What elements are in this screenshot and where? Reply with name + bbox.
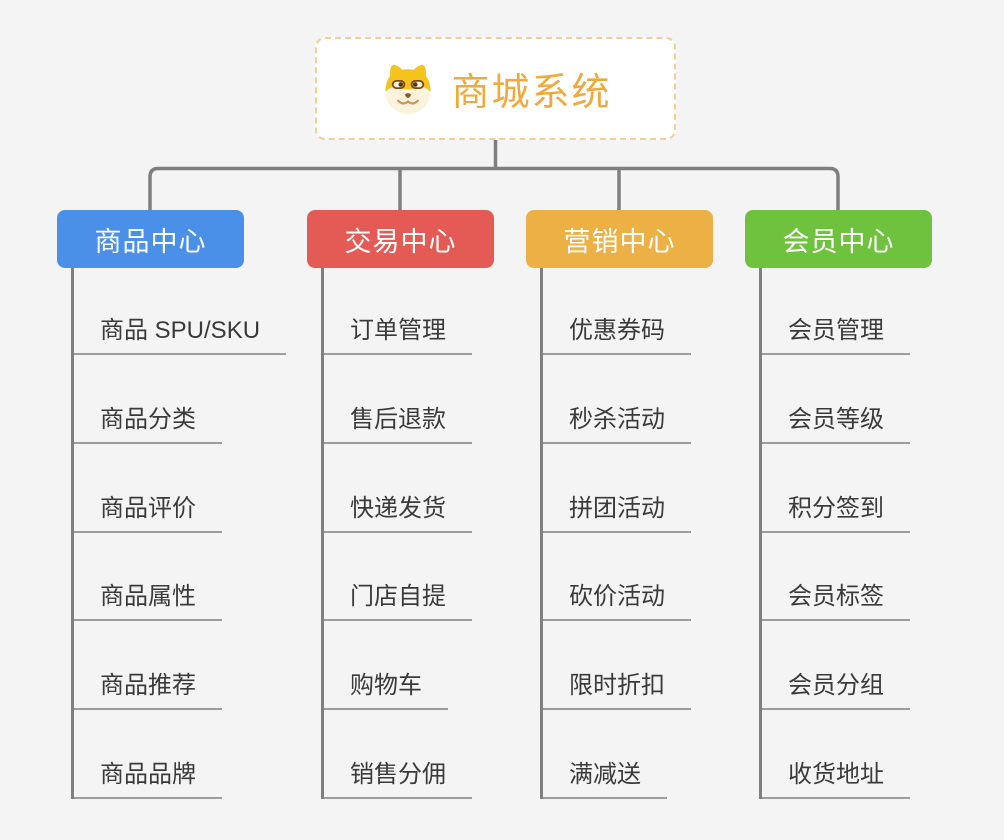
branch-node-member-center[interactable]: 会员中心 [745, 210, 932, 268]
root-node[interactable]: 商城系统 [315, 37, 676, 140]
list-item[interactable]: 收货地址 [760, 710, 932, 799]
list-item[interactable]: 会员等级 [760, 355, 932, 444]
item-label: 优惠券码 [541, 310, 691, 355]
item-label: 商品属性 [72, 576, 222, 622]
item-label: 满减送 [541, 754, 667, 799]
branch-trade-center: 交易中心 订单管理 售后退款 快递发货 门店自提 购物车 销售分佣 [307, 210, 494, 799]
root-node-title: 商城系统 [451, 72, 612, 114]
branch-marketing-center: 营销中心 优惠券码 秒杀活动 拼团活动 砍价活动 限时折扣 满减送 [526, 210, 713, 799]
list-item[interactable]: 售后退款 [322, 355, 494, 444]
item-label: 限时折扣 [541, 665, 691, 711]
item-label: 售后退款 [322, 399, 472, 444]
list-item[interactable]: 商品推荐 [72, 621, 244, 711]
list-item[interactable]: 快递发货 [322, 444, 494, 533]
item-label: 商品 SPU/SKU [72, 310, 287, 355]
item-label: 销售分佣 [322, 754, 472, 799]
list-item[interactable]: 拼团活动 [541, 444, 713, 533]
item-label: 购物车 [322, 665, 448, 711]
list-item[interactable]: 销售分佣 [322, 710, 494, 799]
list-item[interactable]: 会员管理 [760, 268, 932, 355]
item-label: 会员管理 [760, 310, 910, 355]
list-item[interactable]: 门店自提 [322, 533, 494, 622]
item-label: 拼团活动 [541, 488, 691, 533]
list-item[interactable]: 商品评价 [72, 444, 244, 533]
item-label: 商品分类 [72, 399, 222, 444]
branch-member-center: 会员中心 会员管理 会员等级 积分签到 会员标签 会员分组 收货地址 [745, 210, 932, 799]
branch-items-member-center: 会员管理 会员等级 积分签到 会员标签 会员分组 收货地址 [745, 268, 932, 799]
list-item[interactable]: 砍价活动 [541, 533, 713, 622]
item-label: 商品评价 [72, 488, 222, 533]
item-label: 收货地址 [760, 754, 910, 799]
item-label: 订单管理 [322, 310, 472, 355]
list-item[interactable]: 会员分组 [760, 621, 932, 711]
item-label: 快递发货 [322, 488, 472, 533]
item-label: 会员分组 [760, 665, 910, 711]
list-item[interactable]: 限时折扣 [541, 621, 713, 711]
item-label: 会员等级 [760, 399, 910, 444]
branch-items-trade-center: 订单管理 售后退款 快递发货 门店自提 购物车 销售分佣 [307, 268, 494, 799]
item-label: 会员标签 [760, 576, 910, 622]
item-label: 积分签到 [760, 488, 910, 533]
list-item[interactable]: 满减送 [541, 710, 713, 799]
list-item[interactable]: 积分签到 [760, 444, 932, 533]
item-label: 门店自提 [322, 576, 472, 622]
list-item[interactable]: 订单管理 [322, 268, 494, 355]
list-item[interactable]: 购物车 [322, 621, 494, 711]
list-item[interactable]: 优惠券码 [541, 268, 713, 355]
list-item[interactable]: 商品分类 [72, 355, 244, 444]
branch-node-marketing-center[interactable]: 营销中心 [526, 210, 713, 268]
branch-product-center: 商品中心 商品 SPU/SKU 商品分类 商品评价 商品属性 商品推荐 商品品牌 [57, 210, 287, 799]
branch-node-product-center[interactable]: 商品中心 [57, 210, 244, 268]
branch-node-trade-center[interactable]: 交易中心 [307, 210, 494, 268]
list-item[interactable]: 会员标签 [760, 533, 932, 622]
item-label: 砍价活动 [541, 576, 691, 622]
dog-face-icon [385, 64, 431, 114]
item-label: 商品推荐 [72, 665, 222, 711]
item-label: 商品品牌 [72, 754, 222, 799]
branch-items-product-center: 商品 SPU/SKU 商品分类 商品评价 商品属性 商品推荐 商品品牌 [57, 268, 287, 799]
item-label: 秒杀活动 [541, 399, 691, 444]
list-item[interactable]: 秒杀活动 [541, 355, 713, 444]
list-item[interactable]: 商品品牌 [72, 710, 244, 799]
list-item[interactable]: 商品属性 [72, 533, 244, 622]
list-item[interactable]: 商品 SPU/SKU [72, 268, 287, 355]
branch-items-marketing-center: 优惠券码 秒杀活动 拼团活动 砍价活动 限时折扣 满减送 [526, 268, 713, 799]
